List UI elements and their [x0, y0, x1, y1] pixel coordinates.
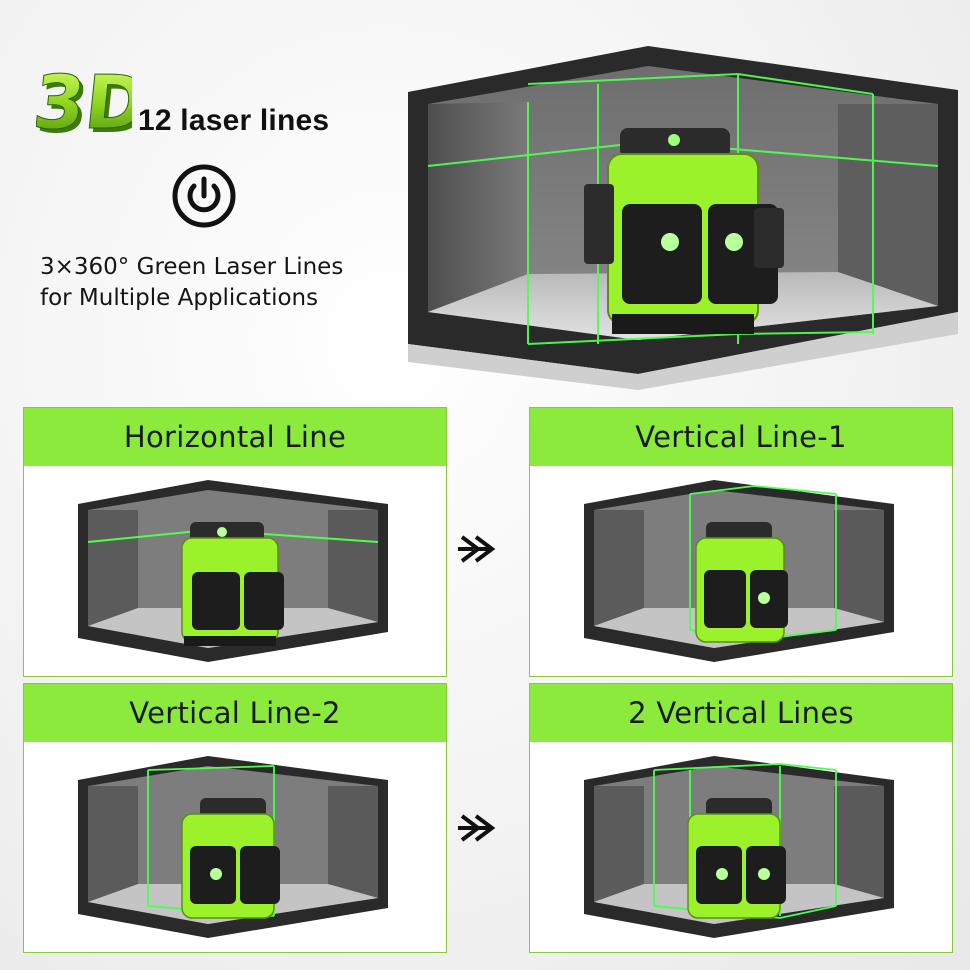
hero-room-illustration — [408, 44, 958, 390]
panel-header: Vertical Line-2 — [24, 684, 446, 742]
panel-horizontal-line: Horizontal Line — [23, 407, 447, 677]
panel-title: 2 Vertical Lines — [628, 696, 854, 730]
power-icon[interactable] — [172, 164, 236, 228]
room-illustration-two-vertical — [584, 756, 894, 938]
panel-title: Vertical Line-2 — [129, 696, 341, 730]
3d-badge-logo: 3D 3D — [29, 60, 155, 150]
hero-description: 3×360° Green Laser Lines for Multiple Ap… — [40, 252, 343, 314]
panel-2-vertical-lines: 2 Vertical Lines — [529, 683, 953, 953]
laser-level-device — [584, 128, 784, 334]
next-arrow-icon — [456, 812, 510, 852]
hero-title: 12 laser lines — [138, 104, 330, 137]
room-illustration-vertical-front — [584, 480, 894, 662]
hero-description-line-2: for Multiple Applications — [40, 285, 319, 311]
svg-text:3D: 3D — [36, 62, 132, 146]
room-illustration-horizontal — [78, 480, 388, 662]
panel-header: 2 Vertical Lines — [530, 684, 952, 742]
room-illustration-vertical-side — [78, 756, 388, 938]
next-arrow-icon — [456, 533, 510, 573]
hero-description-line-1: 3×360° Green Laser Lines — [40, 254, 344, 280]
panel-title: Horizontal Line — [123, 420, 347, 454]
panel-header: Horizontal Line — [24, 408, 446, 466]
panel-title: Vertical Line-1 — [635, 420, 847, 454]
panel-vertical-line-2: Vertical Line-2 — [23, 683, 447, 953]
panel-header: Vertical Line-1 — [530, 408, 952, 466]
panel-vertical-line-1: Vertical Line-1 — [529, 407, 953, 677]
